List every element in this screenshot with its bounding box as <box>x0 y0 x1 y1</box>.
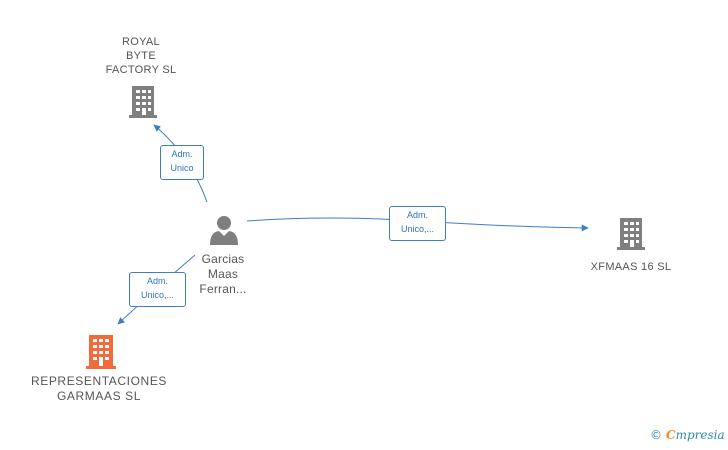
company-xfmaas-label[interactable]: XFMAAS 16 SL <box>590 261 672 273</box>
edge-label-royal: Adm. Unico <box>160 145 204 180</box>
brand-rest: mpresia <box>675 428 725 442</box>
company-main-label[interactable]: REPRESENTACIONES GARMAAS SL <box>30 374 168 403</box>
edge-label-xfmaas: Adm. Unico,... <box>389 206 446 241</box>
building-icon[interactable] <box>617 218 645 250</box>
brand-initial: C <box>666 428 676 442</box>
edge-label-main: Adm. Unico,... <box>129 272 186 307</box>
person-icon[interactable] <box>210 216 238 245</box>
empresia-watermark: © Cmpresia <box>650 428 725 442</box>
person-garcias-label[interactable]: Garcias Maas Ferran... <box>199 252 247 296</box>
main-building-icon[interactable] <box>86 335 116 369</box>
company-royal-label[interactable]: ROYAL BYTE FACTORY SL <box>105 36 177 76</box>
building-icon[interactable] <box>129 86 157 118</box>
copyright-symbol: © <box>650 428 662 442</box>
